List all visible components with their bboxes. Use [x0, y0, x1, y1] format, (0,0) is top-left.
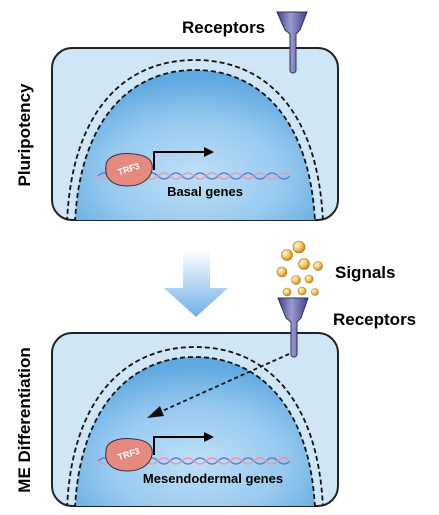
signal-ball — [281, 249, 293, 261]
signal-ball — [313, 261, 323, 271]
signaling-arrow — [147, 353, 290, 418]
signal-ball — [276, 266, 288, 278]
signal-ball — [297, 286, 307, 296]
transition-arrow — [164, 250, 228, 317]
signal-ball — [298, 258, 310, 270]
signal-ball — [304, 274, 314, 284]
bottom-nuclear-envelope-outer — [66, 346, 324, 506]
top-gene-label: Basal genes — [167, 184, 243, 199]
top-side-label: Pluripotency — [15, 83, 34, 187]
bottom-receptors-label: Receptors — [333, 310, 416, 329]
top-receptors-label: Receptors — [182, 18, 265, 37]
top-panel: Pluripotency Receptors TRF3 Basal genes — [15, 11, 339, 221]
bottom-nuclear-envelope-inner — [74, 356, 316, 506]
bottom-panel: ME Differentiation Signals Receptors — [15, 240, 416, 507]
bottom-receptor-icon — [277, 297, 309, 358]
top-transcription-arrow — [153, 147, 214, 170]
signal-molecules — [276, 240, 323, 297]
signal-ball — [311, 288, 319, 296]
top-trf3-protein: TRF3 — [105, 153, 153, 187]
signal-ball — [292, 240, 306, 254]
signal-ball — [291, 275, 301, 285]
top-receptor-icon — [276, 11, 308, 74]
top-nuclear-envelope-inner — [74, 69, 316, 220]
signals-label: Signals — [335, 263, 395, 282]
top-nuclear-envelope-outer — [66, 59, 324, 220]
bottom-trf3-protein: TRF3 — [105, 438, 153, 472]
signal-ball — [282, 287, 292, 297]
bottom-transcription-arrow — [153, 432, 214, 455]
bottom-gene-label: Mesendodermal genes — [143, 471, 283, 486]
bottom-side-label: ME Differentiation — [15, 347, 34, 492]
